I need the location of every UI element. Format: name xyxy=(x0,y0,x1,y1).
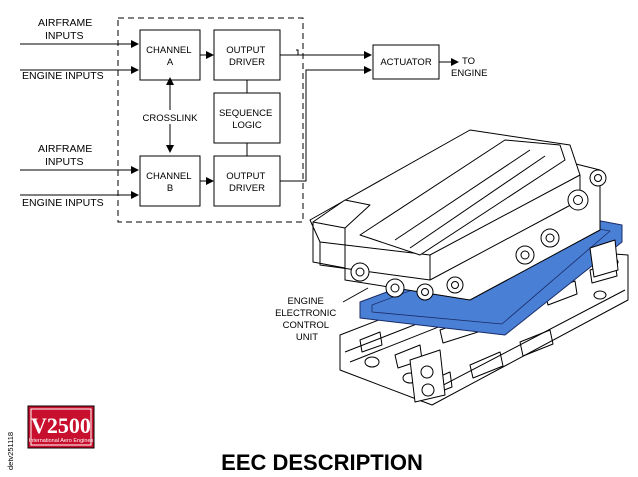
sequence-logic-label: SEQUENCE LOGIC xyxy=(219,108,275,131)
page-title: EEC DESCRIPTION xyxy=(221,450,423,475)
channel-a-block xyxy=(139,29,201,81)
output-driver-b-label: OUTPUT DRIVER xyxy=(226,171,268,194)
v2500-logo: V2500 International Aero Engines xyxy=(27,405,95,449)
svg-text:International Aero Engines: International Aero Engines xyxy=(29,438,94,444)
channel-b-label: CHANNEL B xyxy=(146,171,194,194)
side-code: detv251118 xyxy=(6,432,15,470)
to-engine-label: TO ENGINE xyxy=(451,56,487,79)
eec-unit-illustration xyxy=(309,129,629,406)
eec-boundary xyxy=(117,17,304,223)
actuator-block xyxy=(372,44,440,80)
eec-unit-label: ENGINE ELECTRONIC CONTROL UNIT xyxy=(275,296,339,343)
crosslink-label: CROSSLINK xyxy=(143,113,199,124)
eec-unit-leader-line xyxy=(342,287,369,303)
driver-b-to-actuator xyxy=(280,66,372,182)
channel-a-label: CHANNEL A xyxy=(146,45,194,68)
svg-text:V2500: V2500 xyxy=(31,413,91,438)
sequence-logic-block xyxy=(213,92,281,144)
driver-a-output-line xyxy=(280,49,299,56)
airframe-inputs-a-label: AIRFRAME INPUTS xyxy=(38,17,95,42)
output-driver-a-label: OUTPUT DRIVER xyxy=(226,45,268,68)
airframe-inputs-b-label: AIRFRAME INPUTS xyxy=(38,143,95,168)
channel-b-block xyxy=(139,155,201,207)
actuator-label: ACTUATOR xyxy=(380,57,432,68)
engine-inputs-b-label: ENGINE INPUTS xyxy=(22,197,104,209)
engine-inputs-a-label: ENGINE INPUTS xyxy=(22,70,104,82)
